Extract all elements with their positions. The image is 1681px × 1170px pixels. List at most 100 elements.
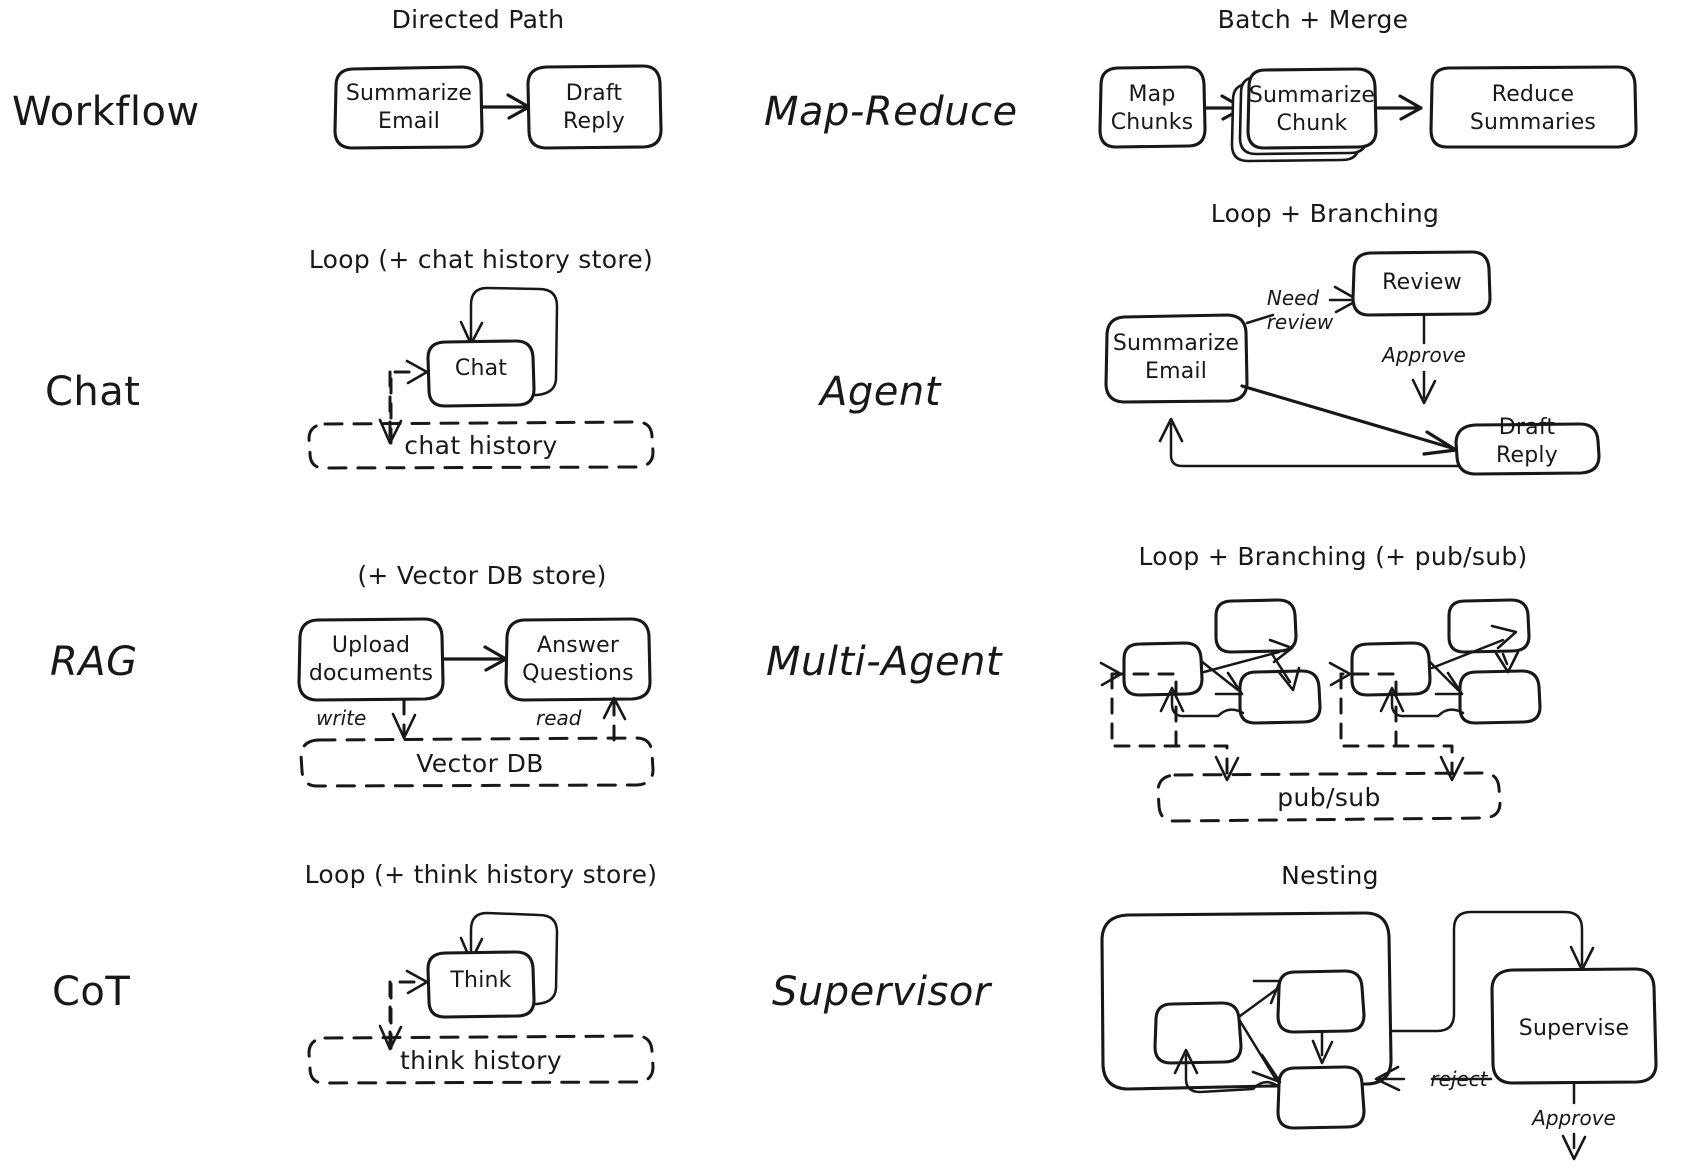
edge-upload-to-answer: [442, 645, 508, 672]
edge-think-history-to-think: [378, 969, 429, 1051]
row-label-supervisor: Supervisor: [772, 969, 993, 1015]
need-review-line1: Need: [1267, 286, 1320, 310]
node-line2: Reply: [1496, 443, 1558, 468]
node-line2: Reply: [563, 109, 625, 134]
row-rag: RAG (+ Vector DB store) Upload documents…: [50, 561, 655, 788]
edge-chat-history-to-chat: [378, 359, 429, 445]
node-cluster1-a[interactable]: [1122, 641, 1204, 697]
node-line1: Summarize: [1113, 331, 1239, 356]
node-think[interactable]: Think: [426, 950, 536, 1019]
store-chat-history[interactable]: chat history: [307, 420, 655, 470]
caption-vector-db-store: (+ Vector DB store): [357, 561, 606, 590]
caption-loop-branching: Loop + Branching: [1211, 199, 1439, 228]
edges-nested-group: [1173, 979, 1334, 1094]
approve-label: Approve: [1380, 343, 1466, 367]
store-think-history[interactable]: think history: [307, 1034, 655, 1085]
node-line2: documents: [309, 661, 433, 686]
write-label: write: [316, 706, 366, 730]
node-line1: Think: [449, 968, 511, 993]
edge-summarize-to-draft-agent: [1240, 384, 1458, 456]
row-workflow: Workflow Directed Path Summarize Email D…: [12, 5, 663, 150]
row-label-workflow: Workflow: [12, 89, 200, 135]
store-vector-db[interactable]: Vector DB: [299, 736, 655, 788]
store-label: Vector DB: [416, 749, 544, 778]
edge-approve: Approve: [1380, 314, 1466, 405]
node-line1: Map: [1128, 82, 1175, 107]
store-label: pub/sub: [1277, 783, 1381, 812]
node-nested-c[interactable]: [1276, 1065, 1366, 1130]
node-supervise[interactable]: Supervise: [1490, 967, 1658, 1085]
node-cluster2-a[interactable]: [1350, 641, 1432, 697]
read-label: read: [536, 706, 582, 730]
node-line1: Draft: [1499, 415, 1556, 440]
node-line2: Summaries: [1470, 110, 1596, 135]
node-line2: Questions: [522, 661, 634, 686]
node-line1: Chat: [455, 356, 507, 381]
node-line1: Reduce: [1492, 82, 1575, 107]
edges-cluster-1: [1099, 638, 1301, 782]
approve-label: Approve: [1530, 1106, 1616, 1130]
row-label-rag: RAG: [50, 639, 138, 685]
edge-draft-to-summarize-loop: [1158, 417, 1460, 468]
node-line2: Chunk: [1277, 111, 1348, 136]
caption-batch-merge: Batch + Merge: [1218, 5, 1409, 34]
row-label-chat: Chat: [45, 369, 140, 415]
node-summarize-chunk[interactable]: Summarize Chunk: [1230, 67, 1378, 163]
caption-chat-loop: Loop (+ chat history store): [309, 245, 653, 274]
node-line1: Summarize: [1249, 83, 1375, 108]
node-line1: Draft: [566, 81, 623, 106]
node-line2: Email: [378, 109, 440, 134]
node-upload-documents[interactable]: Upload documents: [297, 617, 445, 702]
reject-label: reject: [1430, 1067, 1488, 1091]
row-label-agent: Agent: [817, 369, 942, 415]
node-line1: Upload: [332, 633, 410, 658]
node-line1: Answer: [537, 633, 620, 658]
row-label-multi-agent: Multi-Agent: [766, 639, 1003, 685]
caption-directed-path: Directed Path: [392, 5, 565, 34]
row-label-map-reduce: Map-Reduce: [764, 89, 1018, 135]
caption-cot-loop: Loop (+ think history store): [305, 860, 658, 889]
edges-cluster-2: [1328, 624, 1520, 782]
node-nested-b[interactable]: [1276, 969, 1366, 1034]
edge-reject: reject: [1374, 1065, 1493, 1092]
node-reduce-summaries[interactable]: Reduce Summaries: [1429, 65, 1638, 149]
node-cluster2-c[interactable]: [1458, 669, 1542, 725]
node-agent-summarize-email[interactable]: Summarize Email: [1104, 313, 1249, 404]
store-pub-sub[interactable]: pub/sub: [1156, 771, 1502, 823]
edge-summarize-to-reduce: [1376, 94, 1423, 121]
node-line2: Chunks: [1111, 110, 1194, 135]
multi-agent-cluster-1: [1099, 598, 1322, 782]
row-chat: Chat Loop (+ chat history store) Chat ch…: [45, 245, 655, 470]
store-label: think history: [400, 1046, 562, 1075]
node-line1: Summarize: [346, 81, 472, 106]
edge-supervisor-approve: Approve: [1530, 1082, 1616, 1161]
row-supervisor: Supervisor Nesting: [772, 861, 1658, 1161]
node-line1: Review: [1382, 270, 1462, 295]
node-map-chunks[interactable]: Map Chunks: [1098, 65, 1207, 149]
edge-write-to-vector-db: write: [316, 698, 417, 740]
row-map-reduce: Map-Reduce Batch + Merge Map Chunks Summ…: [764, 5, 1638, 163]
caption-nesting: Nesting: [1281, 861, 1379, 890]
edge-summarize-to-draft: [481, 93, 531, 120]
node-review[interactable]: Review: [1351, 250, 1492, 317]
node-nested-a[interactable]: [1153, 1001, 1243, 1065]
row-multi-agent: Multi-Agent Loop + Branching (+ pub/sub): [766, 542, 1542, 823]
row-label-cot: CoT: [52, 969, 130, 1015]
node-chat[interactable]: Chat: [426, 339, 536, 408]
node-draft-reply[interactable]: Draft Reply: [526, 64, 663, 150]
nested-agent-group[interactable]: [1100, 911, 1393, 1130]
caption-loop-branching-pubsub: Loop + Branching (+ pub/sub): [1138, 542, 1527, 571]
multi-agent-cluster-2: [1328, 598, 1542, 782]
edge-need-review: Need review: [1245, 285, 1360, 334]
node-summarize-email[interactable]: Summarize Email: [333, 65, 484, 150]
store-label: chat history: [404, 431, 557, 460]
node-cluster1-c[interactable]: [1238, 669, 1322, 725]
node-line1: Supervise: [1519, 1016, 1629, 1041]
need-review-line2: review: [1267, 310, 1334, 334]
node-agent-draft-reply[interactable]: Draft Reply: [1454, 415, 1601, 476]
row-agent: Agent Loop + Branching Summarize Email N…: [817, 199, 1601, 476]
edge-read-from-vector-db: read: [536, 696, 627, 742]
node-answer-questions[interactable]: Answer Questions: [504, 617, 652, 702]
node-line2: Email: [1145, 359, 1207, 384]
